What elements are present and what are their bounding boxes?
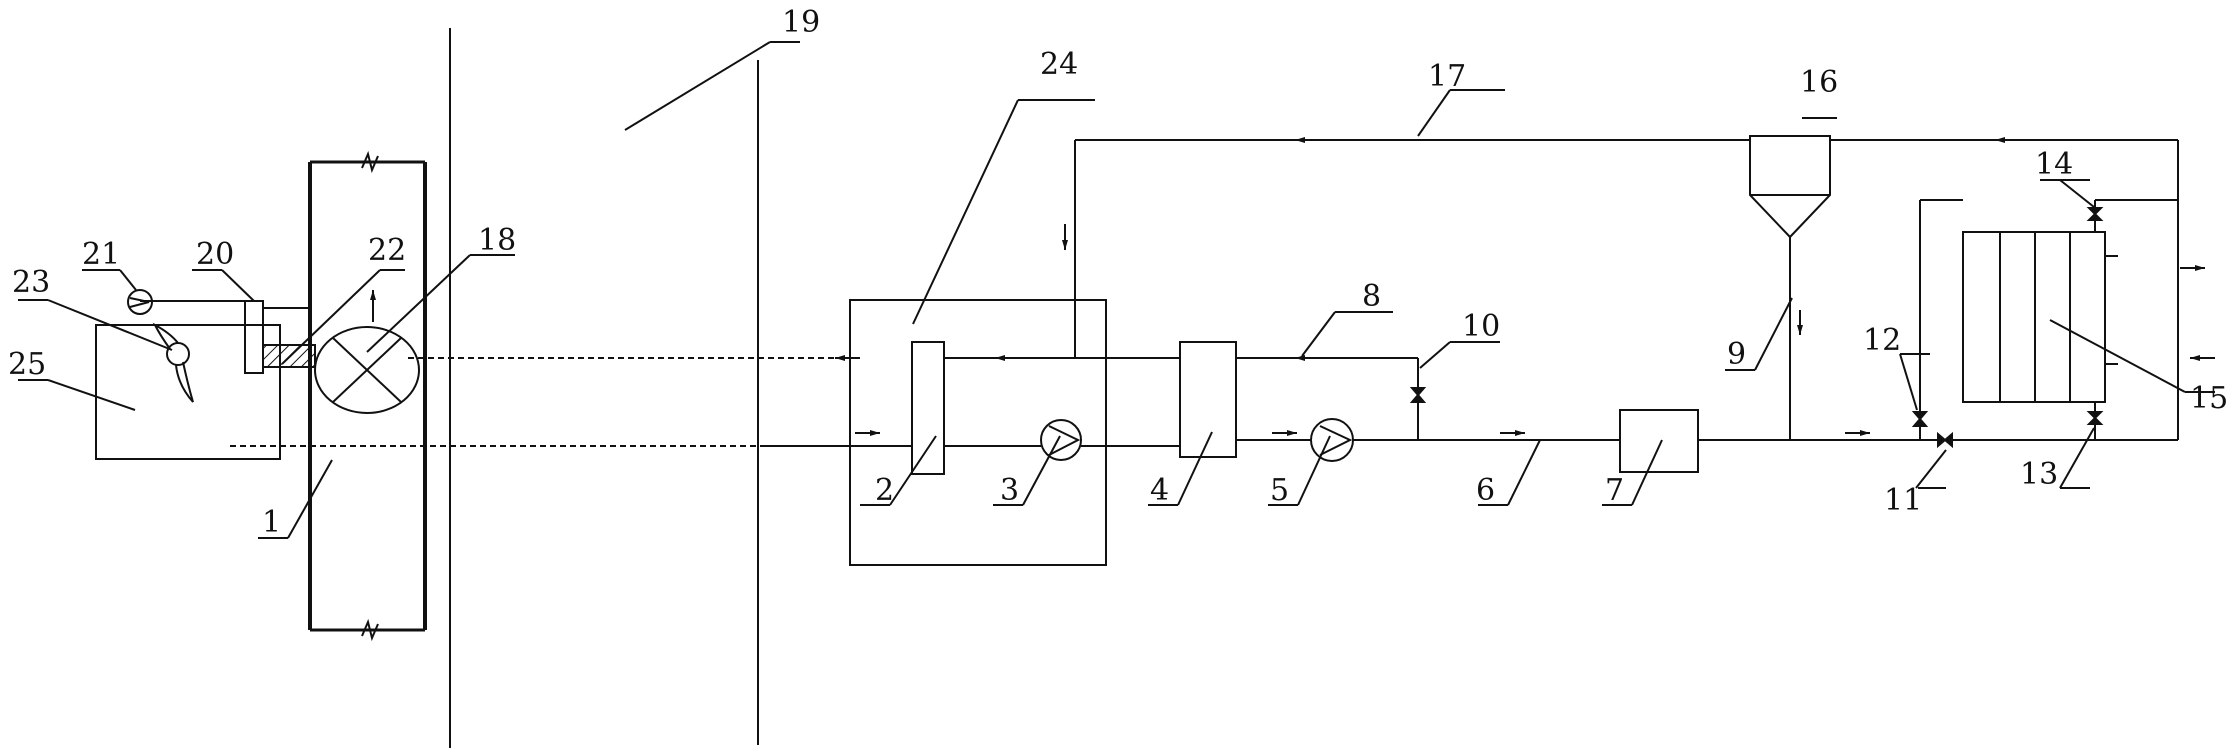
- component-20: [244, 300, 264, 374]
- label-21: 21: [82, 237, 120, 272]
- label-13: 13: [2020, 457, 2058, 492]
- component-7: [1619, 409, 1699, 473]
- label-5: 5: [1270, 473, 1289, 508]
- valve-14: [2086, 207, 2104, 221]
- label-16: 16: [1800, 65, 1838, 100]
- label-6: 6: [1476, 473, 1495, 508]
- component-4: [1179, 341, 1237, 458]
- label-3: 3: [1000, 473, 1019, 508]
- label-10: 10: [1462, 309, 1500, 344]
- label-25: 25: [8, 347, 46, 382]
- enclosure-24: [849, 299, 1107, 566]
- label-1: 1: [262, 505, 281, 540]
- label-9: 9: [1727, 337, 1746, 372]
- valve-11: [1937, 431, 1953, 449]
- label-18: 18: [478, 223, 516, 258]
- label-20: 20: [196, 237, 234, 272]
- label-8: 8: [1362, 279, 1381, 314]
- exchanger-15: [1962, 231, 2118, 403]
- valve-10: [1409, 387, 1427, 403]
- label-24: 24: [1040, 47, 1078, 82]
- label-15: 15: [2190, 381, 2227, 416]
- label-23: 23: [12, 265, 50, 300]
- label-11: 11: [1884, 483, 1922, 518]
- label-2: 2: [875, 473, 894, 508]
- pump-5: [1310, 418, 1354, 462]
- label-7: 7: [1605, 473, 1624, 508]
- label-14: 14: [2035, 147, 2073, 182]
- component-2: [911, 341, 945, 475]
- label-19: 19: [782, 5, 820, 40]
- pump-21: [127, 289, 153, 315]
- fan-23: [152, 322, 194, 403]
- label-12: 12: [1863, 323, 1901, 358]
- duct-1: [308, 150, 427, 642]
- valve-12: [1911, 411, 1929, 427]
- label-17: 17: [1428, 59, 1466, 94]
- label-4: 4: [1150, 473, 1169, 508]
- label-22: 22: [368, 233, 406, 268]
- valve-13: [2086, 411, 2104, 425]
- control-box-25: [95, 324, 281, 460]
- fan-18: [314, 290, 420, 414]
- hopper-16: [1749, 135, 1831, 239]
- pump-3: [1040, 419, 1082, 461]
